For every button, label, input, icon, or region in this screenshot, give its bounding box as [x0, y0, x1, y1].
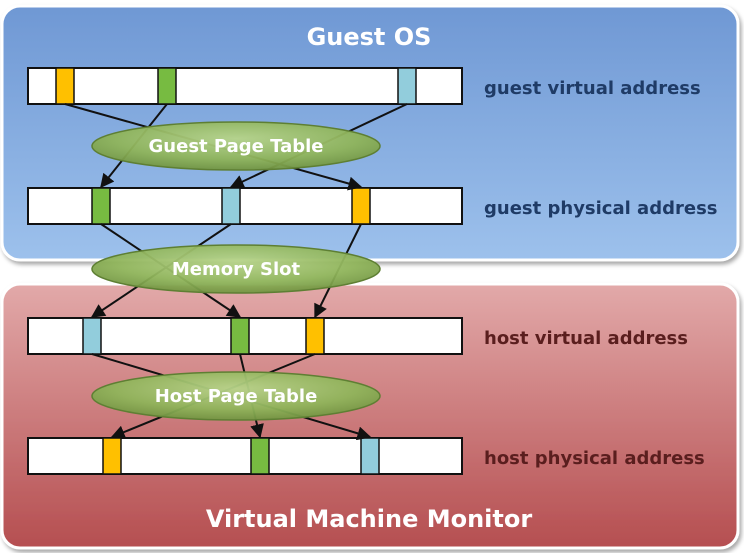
page-orange-hpa	[102, 437, 122, 475]
page-blue-gpa	[221, 187, 241, 225]
guest-page-table-pill: Guest Page Table	[91, 121, 381, 171]
page-blue-gva	[397, 67, 417, 105]
address-bar-gva	[27, 67, 463, 105]
memory-slot-pill: Memory Slot	[91, 244, 381, 294]
address-bar-body	[27, 437, 463, 475]
address-label-gva: guest virtual address	[484, 78, 701, 99]
address-bar-hpa	[27, 437, 463, 475]
page-orange-hva	[305, 317, 325, 355]
host-page-table-pill: Host Page Table	[91, 371, 381, 421]
address-bar-hva	[27, 317, 463, 355]
page-orange-gva	[55, 67, 75, 105]
page-green-gva	[157, 67, 177, 105]
address-bar-body	[27, 67, 463, 105]
page-green-hpa	[250, 437, 270, 475]
address-bar-gpa	[27, 187, 463, 225]
memory-slot-label: Memory Slot	[172, 259, 301, 280]
page-green-gpa	[91, 187, 111, 225]
page-orange-gpa	[351, 187, 371, 225]
host-page-table-label: Host Page Table	[155, 386, 318, 407]
address-label-gpa: guest physical address	[484, 198, 718, 219]
page-blue-hpa	[360, 437, 380, 475]
page-blue-hva	[82, 317, 102, 355]
address-label-hpa: host physical address	[484, 448, 705, 469]
address-label-hva: host virtual address	[484, 328, 688, 349]
guest-os-title: Guest OS	[307, 23, 432, 51]
guest-page-table-label: Guest Page Table	[149, 136, 324, 157]
vmm-title: Virtual Machine Monitor	[206, 505, 533, 533]
page-green-hva	[230, 317, 250, 355]
